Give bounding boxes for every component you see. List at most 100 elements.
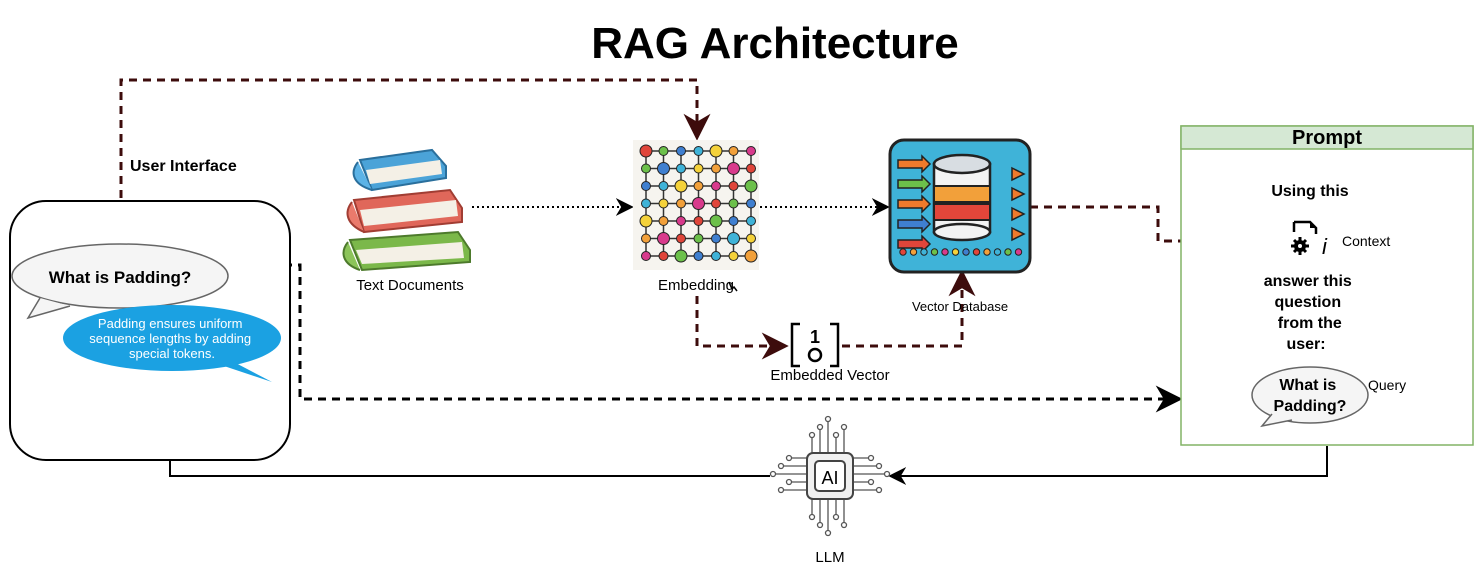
chip-pad [777, 486, 785, 494]
cursor-icon [728, 281, 738, 292]
embedding-node [657, 232, 670, 245]
chip-pad [785, 478, 793, 486]
info-glyph: i [1322, 234, 1328, 259]
embedding-node [639, 144, 653, 158]
question-bubble[interactable]: What is Padding? [11, 243, 229, 320]
chip-pad [769, 470, 777, 478]
chip-pad [824, 529, 832, 537]
chip-pad [808, 513, 816, 521]
embedding-node [744, 179, 758, 193]
embedding-node [728, 181, 739, 191]
embedding-node [641, 198, 651, 209]
embedding-node [744, 249, 758, 263]
diagram-title: RAG Architecture [591, 19, 959, 68]
chip-pad [816, 521, 824, 529]
embedding-node [746, 198, 756, 209]
chip-pad [867, 454, 875, 462]
vector-db-dot [1004, 248, 1012, 256]
embedding-node [676, 163, 686, 174]
answer-text: Padding ensures uniform sequence lengths… [89, 316, 255, 361]
embedding-node [641, 251, 651, 261]
embedding-node [693, 251, 704, 261]
embedded-vector-icon: 1 [790, 322, 840, 368]
embedding-icon [633, 140, 759, 270]
embedding-node [676, 146, 686, 156]
embedding-label: Embedding [658, 277, 734, 294]
embedding-node [676, 233, 686, 244]
chip-pad [840, 521, 848, 529]
context-document-icon: i [1291, 220, 1328, 259]
embedding-node [658, 181, 669, 191]
query-question-text: What is Padding? [1274, 377, 1347, 415]
embedding-node [676, 216, 686, 226]
chip-pad [777, 462, 785, 470]
vector-db-dot [951, 248, 960, 256]
embedding-node [658, 198, 669, 209]
query-bubble[interactable]: What is Padding? [1251, 366, 1369, 428]
chip-pad [785, 454, 793, 462]
embedding-node [727, 162, 740, 175]
prompt-answer-text: answer this question from the user: [1264, 273, 1356, 353]
edge-embedding-to-vector [695, 296, 789, 360]
embedding-node [711, 233, 721, 244]
chip-pad [883, 470, 891, 478]
chip-pad [808, 431, 816, 439]
embedding-node [693, 233, 704, 244]
prompt-answer-line: question [1274, 294, 1341, 311]
prompt-answer-line: from the [1278, 315, 1342, 332]
answer-line: sequence lengths by adding [89, 331, 251, 346]
vector-db-dot [983, 248, 991, 256]
embedding-node [657, 162, 670, 175]
chip-pad [875, 462, 883, 470]
edge-question-to-embedding [119, 78, 711, 240]
vector-db-dot [909, 248, 918, 256]
query-question-line: Padding? [1274, 398, 1347, 415]
prompt-answer-line: user: [1286, 336, 1325, 353]
vector-db-dot [920, 248, 928, 256]
user-interface-panel: User Interface What is Padding? Padding … [9, 158, 291, 461]
prompt-panel: Prompt Using this i Context answer this … [1180, 125, 1474, 446]
prompt-answer-line: answer this [1264, 273, 1352, 290]
embedding-node [693, 181, 704, 191]
edge-prompt-to-llm [888, 446, 1328, 485]
chip-pad [816, 423, 824, 431]
vector-db-dot [941, 248, 949, 256]
embedding-node [709, 214, 723, 228]
chip-pad [840, 423, 848, 431]
prompt-header-text: Prompt [1292, 127, 1362, 149]
embedding-node [727, 232, 740, 245]
embedding-node [641, 181, 651, 191]
answer-bubble[interactable]: Padding ensures uniform sequence lengths… [63, 305, 281, 382]
embedding-node [692, 197, 705, 210]
embedding-node [746, 216, 756, 226]
embedding-node [693, 146, 704, 156]
llm-chip-text: AI [821, 468, 838, 488]
vector-db-dot [899, 248, 907, 256]
embedding-node [746, 163, 756, 174]
vector-database-icon [888, 138, 1032, 274]
embedding-node [711, 163, 721, 174]
embedding-node [674, 179, 688, 193]
embedding-node [728, 146, 739, 156]
context-label: Context [1342, 233, 1390, 249]
question-text: What is Padding? [49, 268, 192, 287]
embedding-node [711, 251, 721, 261]
embedding-node [639, 214, 653, 228]
llm-label: LLM [815, 549, 844, 566]
chip-pad [875, 486, 883, 494]
prompt-header [1180, 125, 1474, 150]
embedding-node [728, 251, 739, 261]
llm-chip-icon: AI [769, 415, 891, 537]
edge-vector-to-vectordb [842, 269, 976, 348]
answer-line: Padding ensures uniform [98, 316, 243, 331]
embedding-node [728, 198, 739, 209]
embedding-node [693, 163, 704, 174]
embedding-node [658, 146, 669, 156]
books-icon [342, 148, 471, 272]
embedding-node [658, 216, 669, 226]
embedding-node [693, 216, 704, 226]
answer-line: special tokens. [129, 346, 215, 361]
chip-pad [832, 513, 840, 521]
vector-db-dot [993, 248, 1002, 256]
embedding-node [709, 144, 723, 158]
